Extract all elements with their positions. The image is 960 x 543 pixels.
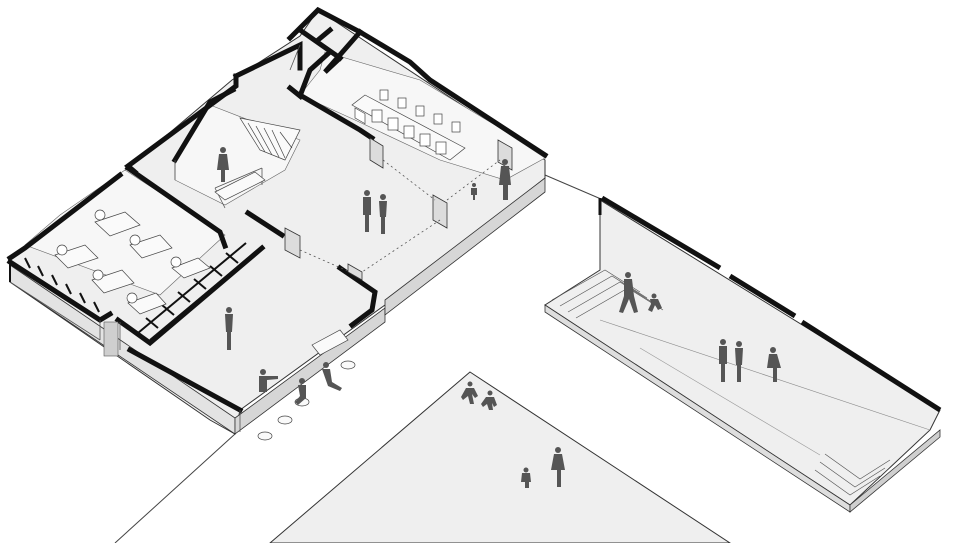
terrace-steps-right [814, 453, 891, 496]
inner-lines [9, 44, 301, 432]
circulation-path [299, 159, 501, 273]
meeting-table [351, 89, 466, 161]
building [6, 6, 549, 435]
walls [6, 6, 549, 414]
figure-terrace-woman [767, 347, 781, 382]
reception-counter [214, 171, 266, 201]
figure-pair-center [363, 190, 387, 234]
figure-terrace-child [648, 293, 662, 312]
figure-storage-room [225, 307, 233, 350]
figure-plaza-child [521, 467, 531, 488]
figure-pointing [259, 369, 278, 392]
figure-musician [217, 147, 229, 182]
entrance-door [103, 321, 119, 357]
office-window-frames [9, 257, 100, 313]
figure-seated-2 [322, 362, 342, 391]
staircase [239, 117, 301, 161]
figure-terrace-pair [719, 339, 743, 382]
human-figures [217, 147, 781, 488]
figure-seated-1 [295, 378, 306, 405]
figure-right-door [471, 159, 511, 200]
plaza [269, 371, 731, 543]
storage-shelves [137, 242, 259, 341]
figure-terrace-walker [619, 272, 638, 313]
terrace-back-wall [600, 195, 942, 413]
door-panels [284, 137, 513, 281]
office-desks [54, 209, 211, 315]
figure-plaza-adult [551, 447, 565, 487]
figure-plaza-kids [461, 381, 497, 410]
